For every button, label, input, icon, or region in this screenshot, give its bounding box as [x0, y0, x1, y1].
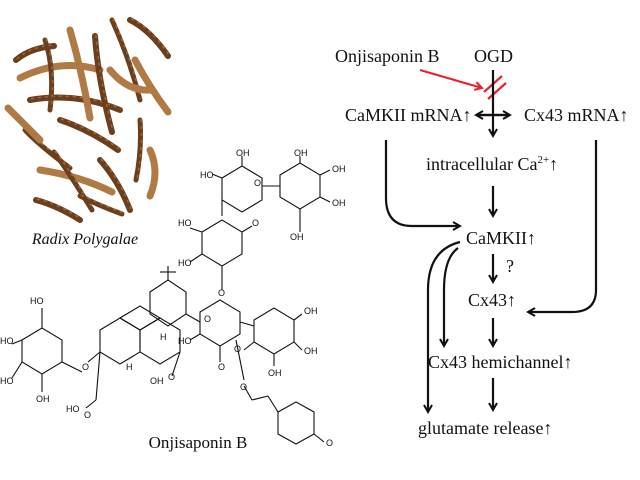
inhibition-arrow	[419, 68, 482, 88]
atom-label: OH	[332, 164, 346, 174]
node-intracellular-calcium: intracellular Ca2+↑	[426, 154, 558, 174]
arrow-cx43-mrna-to-cx43	[528, 140, 598, 312]
atom-label: O	[218, 362, 225, 372]
root-piece	[92, 33, 115, 135]
atom-label: O	[234, 344, 241, 354]
atom-label: O	[240, 382, 247, 392]
atom-label: O	[204, 314, 211, 324]
node-cx43: Cx43↑	[468, 290, 516, 310]
arrow-camkii-to-hemichannel	[444, 247, 459, 346]
node-ogd: OGD	[474, 46, 513, 66]
arrow-camkii-mrna-to-camkii	[384, 140, 460, 226]
atom-label: O	[254, 178, 261, 188]
node-cx43-hemichannel: Cx43 hemichannel↑	[428, 352, 572, 372]
atom-label: HO	[178, 336, 192, 346]
atom-label: OH	[304, 346, 318, 356]
onjisaponin-b-structure	[11, 156, 331, 445]
root-piece	[106, 66, 156, 94]
atom-label: H	[160, 332, 167, 342]
node-camkii-mrna: CaMKII mRNA↑	[345, 105, 472, 125]
atom-label: OH	[236, 148, 250, 158]
root-piece	[127, 17, 171, 59]
root-piece	[27, 94, 123, 113]
atom-label: HO	[0, 336, 14, 346]
radix-polygalae-image	[4, 17, 172, 223]
atom-label: HO	[0, 376, 14, 386]
atom-label: H	[126, 362, 133, 372]
atom-label: HO	[66, 404, 80, 414]
atom-label: HO	[178, 258, 192, 268]
node-cx43-mrna: Cx43 mRNA↑	[524, 105, 629, 125]
atom-label: O	[218, 288, 225, 298]
atom-label: OH	[150, 376, 164, 386]
root-piece	[4, 104, 44, 144]
root-piece	[77, 193, 125, 217]
atom-label: O	[84, 410, 91, 420]
arrow-camkii-to-glutamate	[428, 240, 461, 412]
atom-label: HO	[30, 296, 44, 306]
atom-label: O	[252, 218, 259, 228]
node-glutamate-release: glutamate release↑	[418, 418, 552, 438]
node-onjisaponin-b: Onjisaponin B	[335, 46, 440, 66]
root-piece	[57, 117, 121, 153]
atom-label: OH	[294, 148, 308, 158]
atom-label: OH	[268, 368, 282, 378]
molecule-caption: Onjisaponin B	[149, 433, 248, 452]
node-camkii: CaMKII↑	[466, 228, 536, 248]
atom-label: O	[168, 372, 175, 382]
plant-caption: Radix Polygalae	[31, 231, 138, 248]
question-mark: ?	[506, 256, 514, 276]
atom-label: OH	[304, 306, 318, 316]
root-piece	[36, 166, 116, 196]
atom-label: HO	[200, 170, 214, 180]
atom-label: OH	[332, 198, 346, 208]
root-piece	[97, 157, 133, 213]
atom-label: OH	[36, 394, 50, 404]
atom-label: OH	[290, 232, 304, 242]
atom-label: HO	[178, 218, 192, 228]
pathway-diagram: Onjisaponin B OGD CaMKII mRNA↑ Cx43 mRNA…	[335, 46, 629, 438]
root-piece	[66, 26, 94, 122]
atom-label: O	[82, 362, 89, 372]
atom-label: O	[326, 438, 333, 448]
inhibition-bar-2	[487, 82, 507, 100]
root-piece	[33, 197, 83, 223]
root-piece	[133, 117, 143, 183]
root-piece	[16, 62, 104, 82]
root-piece	[51, 149, 95, 213]
